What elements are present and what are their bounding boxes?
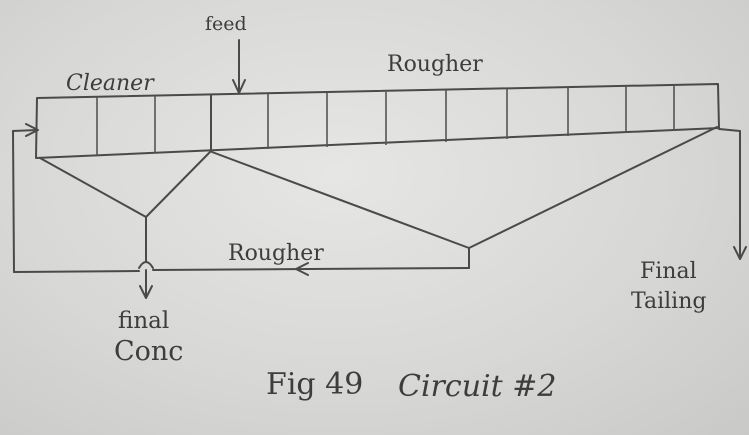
cleaner-concentrate-line xyxy=(39,151,211,299)
final-tailing-arrow xyxy=(718,128,747,260)
final-conc-label-line1: final xyxy=(118,308,169,334)
cleaner-label: Cleaner xyxy=(66,71,155,96)
return-arrowhead xyxy=(295,262,309,276)
rougher-top-label: Rougher xyxy=(387,52,483,77)
figure-caption-title: Circuit #2 xyxy=(398,369,556,404)
rougher-return-label: Rougher xyxy=(228,241,324,266)
flotation-bank-outline xyxy=(35,83,720,159)
recycle-loop-line xyxy=(12,123,470,276)
final-tailing-label-line2: Tailing xyxy=(631,289,706,314)
final-conc-label-line2: Conc xyxy=(114,336,183,367)
feed-label: feed xyxy=(205,13,247,35)
rougher-concentrate-line xyxy=(211,126,718,269)
feed-arrow xyxy=(232,39,246,94)
figure-caption-number: Fig 49 xyxy=(266,367,363,402)
final-tailing-label-line1: Final xyxy=(640,259,697,284)
